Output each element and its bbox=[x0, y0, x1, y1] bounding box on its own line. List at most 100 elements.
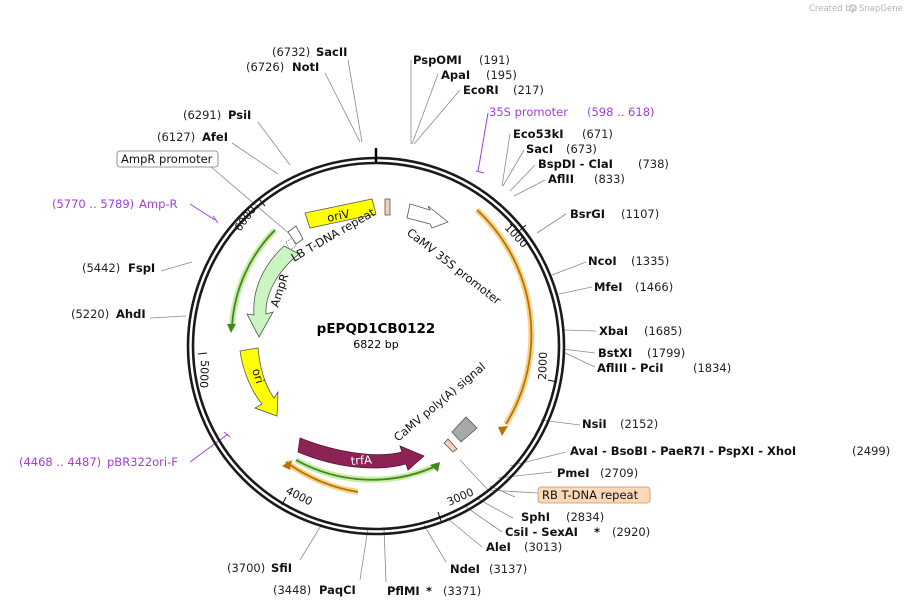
site-name-bspDI-claI[interactable]: BspDI - ClaI bbox=[538, 157, 613, 171]
tick-label-4000: 4000 bbox=[284, 484, 315, 508]
site-name-mfeI[interactable]: MfeI bbox=[594, 280, 623, 294]
lb-tdna-box bbox=[287, 225, 304, 245]
site-name-notI[interactable]: NotI bbox=[292, 60, 319, 74]
site-name-sphI[interactable]: SphI bbox=[521, 510, 550, 524]
feature-label-camv-polyA: CaMV poly(A) signal bbox=[391, 359, 488, 444]
credit-brand: SnapGene bbox=[859, 4, 903, 14]
site-name-ecoRI[interactable]: EcoRI bbox=[463, 83, 499, 97]
site-pos-fspI: (5442) bbox=[82, 261, 120, 275]
site-pos-nsiI: (2152) bbox=[620, 417, 658, 431]
site-pos-ndeI: (3137) bbox=[489, 562, 527, 576]
site-pos-bstXI: (1799) bbox=[647, 346, 685, 360]
backbone-inner bbox=[191, 161, 561, 531]
plasmid-length: 6822 bp bbox=[353, 338, 398, 351]
feature-label-ori: ori bbox=[249, 367, 267, 386]
oriV-small-box bbox=[384, 198, 391, 216]
tick-label-3000: 3000 bbox=[445, 485, 476, 508]
site-name-apaI[interactable]: ApaI bbox=[441, 68, 470, 82]
orange-bottom-arc bbox=[285, 461, 359, 493]
site-name-pflMI[interactable]: PflMI bbox=[387, 584, 420, 598]
site-pos-psiI: (6291) bbox=[183, 108, 221, 122]
primer-pbr-range: (4468 .. 4487) bbox=[19, 455, 101, 469]
site-name-pspOMI[interactable]: PspOMI bbox=[413, 53, 462, 67]
site-name-ahdI[interactable]: AhdI bbox=[116, 307, 146, 321]
site-pos-csiI-sexAI: (2920) bbox=[612, 525, 650, 539]
site-pos-aflIII-pciI: (1834) bbox=[693, 361, 731, 375]
site-name-ncoI[interactable]: NcoI bbox=[588, 254, 617, 268]
site-pos-sacI: (673) bbox=[566, 142, 597, 156]
green-bottom-arc bbox=[295, 459, 437, 481]
site-leader-lines bbox=[149, 59, 597, 583]
site-name-aflII[interactable]: AflII bbox=[548, 172, 574, 186]
primer-35s-range: (598 .. 618) bbox=[587, 105, 655, 119]
site-pos-sacII: (6732) bbox=[272, 45, 310, 59]
site-name-aflIII-pciI[interactable]: AflIII - PciI bbox=[597, 361, 664, 375]
trfA-arrow[interactable] bbox=[297, 437, 425, 471]
site-pos-eco53kI: (671) bbox=[582, 127, 613, 141]
site-pos-sfiI: (3700) bbox=[227, 561, 265, 575]
site-pos-afeI: (6127) bbox=[157, 130, 195, 144]
site-name-sfiI[interactable]: SfiI bbox=[271, 561, 292, 575]
ampr-promoter-box-label-bg bbox=[116, 150, 219, 168]
feature-label-camv35s: CaMV 35S promoter bbox=[404, 225, 504, 307]
site-name-sacII[interactable]: SacII bbox=[316, 45, 347, 59]
site-name-avaI-group[interactable]: AvaI - BsoBI - PaeR7I - PspXI - XhoI bbox=[570, 444, 796, 458]
orange-feature-arc bbox=[476, 209, 533, 425]
site-pos-xbaI: (1685) bbox=[644, 324, 682, 338]
ampr-arrow[interactable] bbox=[246, 245, 300, 338]
site-pos-ncoI: (1335) bbox=[631, 254, 669, 268]
site-name-sacI[interactable]: SacI bbox=[526, 142, 553, 156]
camv35s-promoter-arrow[interactable] bbox=[406, 203, 449, 229]
credit-prefix: Created by bbox=[809, 4, 856, 14]
site-name-eco53kI[interactable]: Eco53kI bbox=[513, 127, 564, 141]
site-pos-aflII: (833) bbox=[594, 172, 625, 186]
site-name-csiI-sexAI[interactable]: CsiI - SexAI bbox=[505, 525, 578, 539]
site-pos-ecoRI: (217) bbox=[513, 83, 544, 97]
site-star-pflMI: * bbox=[426, 584, 432, 598]
site-pos-paqCI: (3448) bbox=[273, 583, 311, 597]
tick-label-5000: 5000 bbox=[197, 360, 211, 388]
ampr-promoter-box bbox=[285, 237, 297, 251]
tick-label-2000: 2000 bbox=[536, 352, 550, 380]
site-name-psiI[interactable]: PsiI bbox=[228, 108, 251, 122]
orange-feature-arrowhead bbox=[498, 426, 508, 436]
site-pos-avaI-group: (2499) bbox=[852, 444, 890, 458]
ori-arrow[interactable] bbox=[239, 347, 279, 417]
site-pos-aleI: (3013) bbox=[524, 540, 562, 554]
green-left-arc bbox=[231, 229, 276, 327]
primer-leaders bbox=[189, 112, 489, 463]
primer-ampr-name[interactable]: Amp-R bbox=[139, 197, 178, 211]
ampr-promoter-label[interactable]: AmpR promoter bbox=[121, 152, 213, 166]
site-name-nsiI[interactable]: NsiI bbox=[582, 417, 607, 431]
site-pos-pspOMI: (191) bbox=[479, 53, 510, 67]
site-pos-bspDI-claI: (738) bbox=[638, 157, 669, 171]
site-pos-pmeI: (2709) bbox=[600, 466, 638, 480]
snapgene-logo-icon bbox=[849, 4, 857, 12]
site-pos-pflMI: (3371) bbox=[443, 584, 481, 598]
primer-pbr-name[interactable]: pBR322ori-F bbox=[107, 455, 178, 469]
site-pos-ahdI: (5220) bbox=[71, 307, 109, 321]
rb-tdna-label[interactable]: RB T-DNA repeat bbox=[542, 488, 639, 502]
plasmid-name: pEPQD1CB0122 bbox=[317, 321, 436, 337]
site-name-ndeI[interactable]: NdeI bbox=[450, 562, 480, 576]
site-pos-mfeI: (1466) bbox=[635, 280, 673, 294]
green-left-arrowhead bbox=[227, 324, 236, 333]
camv-polyA-box[interactable] bbox=[451, 416, 478, 443]
orange-bottom-arrowhead bbox=[282, 460, 292, 470]
site-name-bstXI[interactable]: BstXI bbox=[598, 346, 632, 360]
rb-tdna-box-label-bg bbox=[537, 486, 651, 504]
site-name-aleI[interactable]: AleI bbox=[486, 540, 511, 554]
site-pos-apaI: (195) bbox=[486, 68, 517, 82]
site-name-paqCI[interactable]: PaqCI bbox=[319, 583, 356, 597]
site-name-pmeI[interactable]: PmeI bbox=[557, 466, 590, 480]
tick-marks bbox=[197, 198, 558, 522]
site-name-fspI[interactable]: FspI bbox=[128, 261, 155, 275]
site-star-csiI-sexAI: * bbox=[594, 525, 600, 539]
primer-35s-name[interactable]: 35S promoter bbox=[489, 105, 568, 119]
site-pos-sphI: (2834) bbox=[566, 510, 604, 524]
site-name-xbaI[interactable]: XbaI bbox=[599, 324, 628, 338]
site-name-afeI[interactable]: AfeI bbox=[202, 130, 228, 144]
oriV-arrow[interactable] bbox=[304, 198, 377, 229]
site-name-bsrGI[interactable]: BsrGI bbox=[570, 207, 605, 221]
